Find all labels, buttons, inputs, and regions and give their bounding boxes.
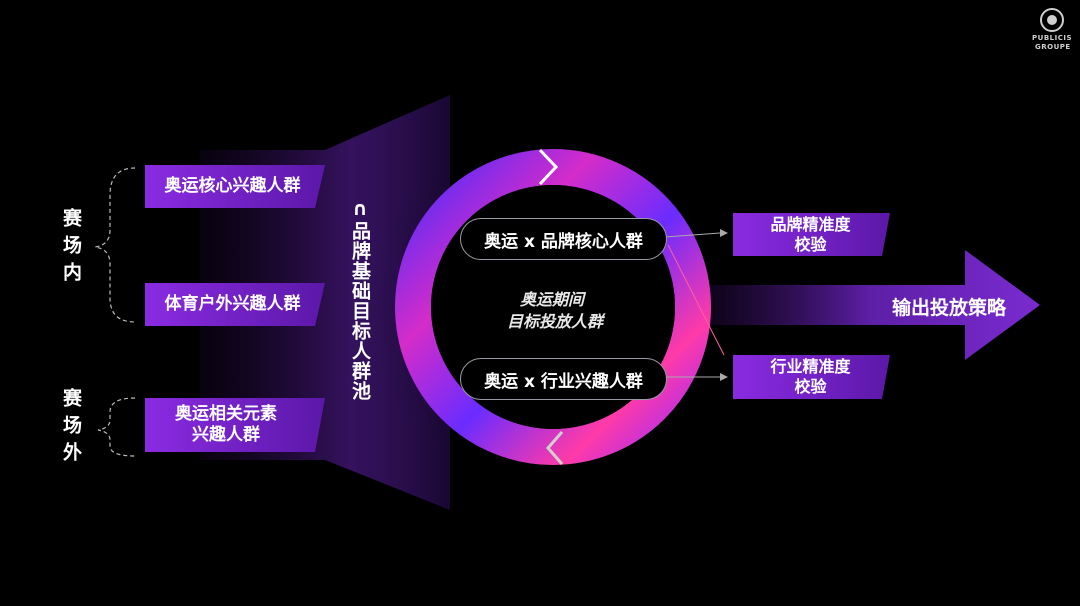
tag-olympic-elements: 奥运相关元素兴趣人群 [175, 403, 277, 445]
center-title-line2: 目标投放人群 [507, 312, 604, 331]
connector-line-1 [664, 232, 721, 238]
tag-brand-accuracy-line2: 校验 [794, 234, 827, 254]
connector-arrowhead-1 [720, 229, 728, 237]
tag-industry-accuracy: 行业精准度 校验 [738, 355, 883, 399]
group-label-out: 赛场外 [60, 388, 82, 469]
connector-line-diagonal [667, 244, 725, 356]
pill-industry-interest: 奥运 x 行业兴趣人群 [460, 358, 667, 400]
bracket-out [97, 397, 136, 457]
tag-shape-2 [145, 283, 325, 326]
pill-brand-core: 奥运 x 品牌核心人群 [460, 218, 667, 260]
cycle-ring [395, 149, 711, 465]
tag-olympic-core: 奥运核心兴趣人群 [164, 175, 301, 196]
output-strategy-label: 输出投放策略 [892, 297, 1007, 319]
tag-industry-accuracy-line2: 校验 [794, 377, 827, 396]
logo-text-line1: PUBLICIS [1032, 34, 1072, 42]
output-arrow [700, 250, 1040, 360]
tag-industry-accuracy-line1: 行业精准度 [770, 357, 851, 376]
tag-brand-accuracy: 品牌精准度 校验 [738, 213, 883, 256]
tag-sports-outdoor: 体育户外兴趣人群 [164, 293, 301, 314]
tag-shape-1 [145, 165, 325, 208]
right-tag-shape-2 [733, 355, 890, 399]
group-label-in: 赛场内 [60, 208, 82, 289]
right-tag-shape-1 [733, 213, 890, 256]
connector-arrowhead-2 [720, 373, 728, 381]
ring-chevron-bottom-icon [546, 431, 564, 465]
logo-text-line2: GROUPE [1035, 43, 1071, 51]
tag-shape-3 [145, 398, 325, 452]
funnel-label: ∩品牌基础目标人群池 [349, 198, 371, 401]
bracket-in [94, 167, 136, 323]
ring-chevron-top-icon [538, 148, 559, 186]
center-title-line1: 奥运期间 [520, 290, 585, 309]
publicis-logo [1040, 8, 1064, 32]
tag-brand-accuracy-line1: 品牌精准度 [770, 214, 851, 234]
